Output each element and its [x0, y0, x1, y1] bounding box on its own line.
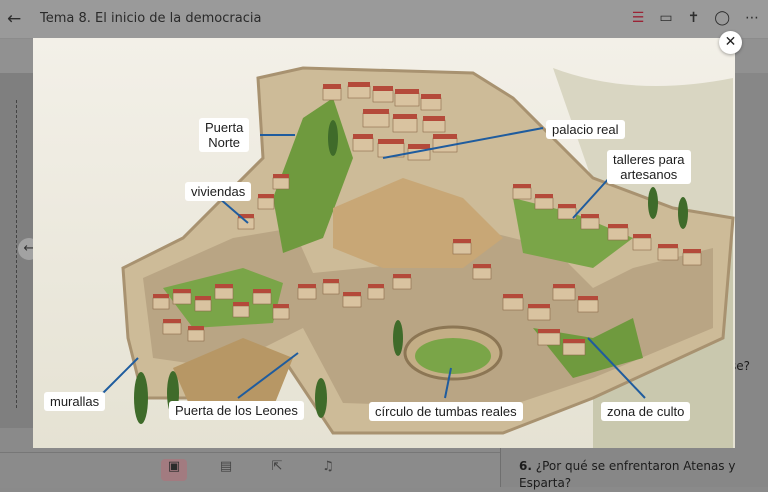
- toolbar-icons: ☰ ▭ ✝ ◯ ⋯: [632, 10, 759, 26]
- question-number: 6.: [519, 459, 532, 473]
- chat-icon[interactable]: ◯: [714, 10, 730, 26]
- clipboard-icon[interactable]: ▤: [219, 459, 233, 474]
- label-viviendas: viviendas: [185, 182, 252, 201]
- label-murallas: murallas: [44, 392, 106, 411]
- page-title: Tema 8. El inicio de la democracia: [40, 11, 262, 26]
- music-icon[interactable]: ♫: [322, 459, 334, 474]
- bottom-bar: [0, 452, 500, 488]
- question-text-tail: se?: [730, 359, 751, 373]
- back-arrow-icon[interactable]: ←: [7, 9, 22, 29]
- presentation-icon[interactable]: ▭: [659, 10, 673, 26]
- mycenae-illustration: [33, 38, 735, 448]
- close-icon[interactable]: ✕: [719, 31, 742, 54]
- book-icon[interactable]: ▣: [161, 459, 187, 481]
- top-bar: ← Tema 8. El inicio de la democracia ☰ ▭…: [0, 0, 768, 39]
- accessibility-icon[interactable]: ✝: [687, 10, 700, 26]
- label-palacio-real: palacio real: [546, 120, 625, 139]
- content-frame: [16, 100, 18, 408]
- label-zona-culto: zona de culto: [601, 402, 691, 421]
- list-icon[interactable]: ☰: [631, 10, 645, 26]
- question-text: ¿Por qué se enfrentaron Atenas y Esparta…: [519, 459, 736, 490]
- label-puerta-leones: Puerta de los Leones: [169, 401, 304, 420]
- external-link-icon[interactable]: ⇱: [271, 459, 283, 474]
- more-icon[interactable]: ⋯: [745, 10, 759, 26]
- label-circulo-tumbas: círculo de tumbas reales: [369, 402, 523, 421]
